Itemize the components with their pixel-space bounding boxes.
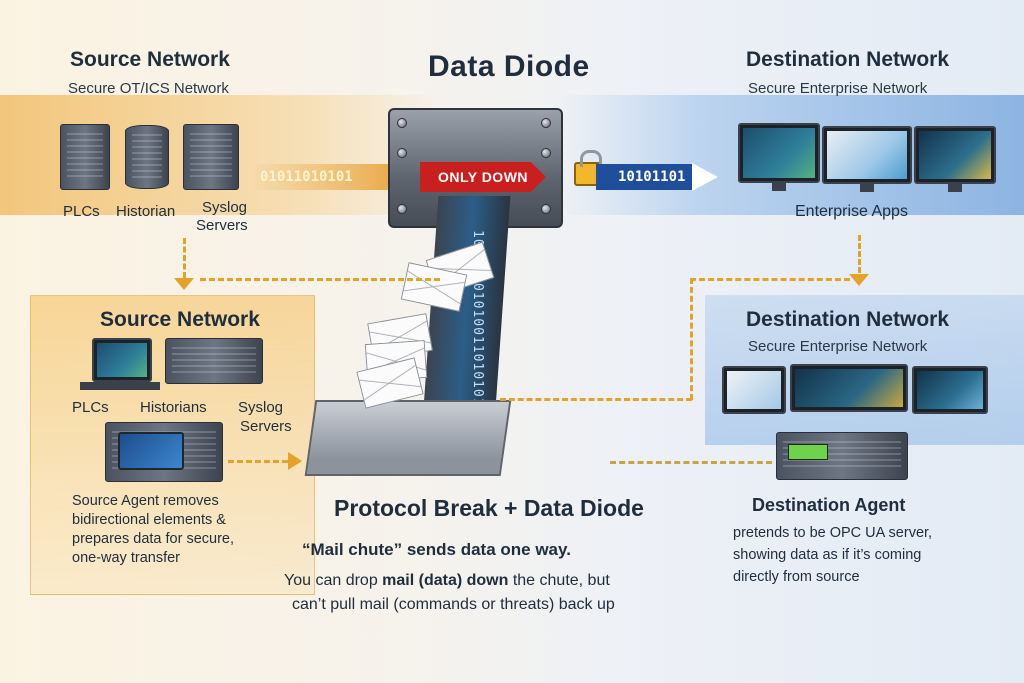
dashed-connector (183, 238, 186, 278)
source-network-title: Source Network (70, 48, 230, 71)
monitor-stand (772, 183, 786, 191)
arrow-down-icon (174, 278, 194, 290)
destination-agent-desc-3: directly from source (733, 569, 860, 585)
bolt-icon (541, 118, 551, 128)
dashed-connector (690, 278, 693, 400)
plc-server-icon (60, 124, 110, 190)
destination-network-subtitle: Secure Enterprise Network (748, 80, 928, 97)
drop-mail-pre: You can drop (284, 572, 383, 589)
historian-label: Historian (116, 203, 176, 220)
dashed-connector (500, 398, 692, 401)
drop-mail-post: the chute, but (508, 572, 610, 589)
binary-data-out: 10101101 (596, 164, 692, 190)
historian-database-icon (125, 125, 169, 189)
historians-panel-label: Historians (140, 399, 207, 416)
data-diode-title: Data Diode (428, 50, 590, 83)
destination-agent-title: Destination Agent (752, 495, 906, 515)
status-display (788, 444, 828, 460)
dashed-connector (690, 278, 850, 281)
source-network-subtitle: Secure OT/ICS Network (68, 80, 229, 97)
dashed-connector (858, 235, 861, 273)
source-agent-desc-3: prepares data for secure, (72, 531, 235, 547)
mail-chute-line: “Mail chute” sends data one way. (302, 540, 571, 559)
monitor-icon (738, 123, 820, 183)
bolt-icon (397, 118, 407, 128)
source-agent-desc-2: bidirectional elements & (72, 512, 226, 528)
monitor-icon (912, 366, 988, 414)
monitor-icon (914, 126, 996, 184)
arrow-right-icon (692, 163, 718, 191)
drop-mail-bold: mail (data) down (382, 572, 509, 589)
source-agent-desc-1: Source Agent removes (72, 493, 219, 509)
syslog-panel-label: Syslog (238, 399, 284, 416)
destination-agent-desc-1: pretends to be OPC UA server, (733, 525, 933, 541)
protocol-break-title: Protocol Break + Data Diode (334, 495, 644, 521)
bolt-icon (397, 204, 407, 214)
syslog-label: Syslog (202, 199, 248, 216)
destination-panel-title: Destination Network (746, 308, 950, 331)
bolt-icon (541, 204, 551, 214)
arrow-down-icon (849, 274, 869, 286)
destination-agent-desc-2: showing data as if it’s coming (733, 547, 922, 563)
destination-panel-subtitle: Secure Enterprise Network (748, 338, 928, 355)
monitor-stand (860, 184, 874, 192)
monitor-icon (822, 126, 912, 184)
syslog-server-icon (183, 124, 239, 190)
historians-rack-icon (165, 338, 263, 384)
monitor-stand (948, 184, 962, 192)
plcs-panel-label: PLCs (72, 399, 109, 416)
monitor-icon (722, 366, 786, 414)
drop-mail-line: You can drop mail (data) down the chute,… (284, 572, 610, 590)
chute-receiver-box (304, 400, 512, 476)
servers-panel-label: Servers (240, 418, 292, 435)
enterprise-apps-label: Enterprise Apps (795, 203, 908, 220)
source-agent-desc-4: one-way transfer (72, 550, 180, 566)
bolt-icon (541, 148, 551, 158)
dashed-connector (610, 461, 772, 464)
plc-terminal-icon (92, 338, 152, 382)
cant-pull-line: can’t pull mail (commands or threats) ba… (292, 596, 615, 613)
keyboard-icon (80, 382, 160, 390)
monitor-icon (790, 364, 908, 412)
arrow-right-icon (288, 452, 302, 470)
only-down-arrow: ONLY DOWN (420, 162, 546, 192)
source-panel-title: Source Network (100, 308, 260, 331)
dashed-connector (228, 460, 288, 463)
dashed-connector (200, 278, 440, 281)
servers-label: Servers (196, 217, 248, 234)
plcs-label: PLCs (63, 203, 100, 220)
destination-network-title: Destination Network (746, 48, 950, 71)
source-agent-screen (118, 432, 184, 470)
bolt-icon (397, 148, 407, 158)
